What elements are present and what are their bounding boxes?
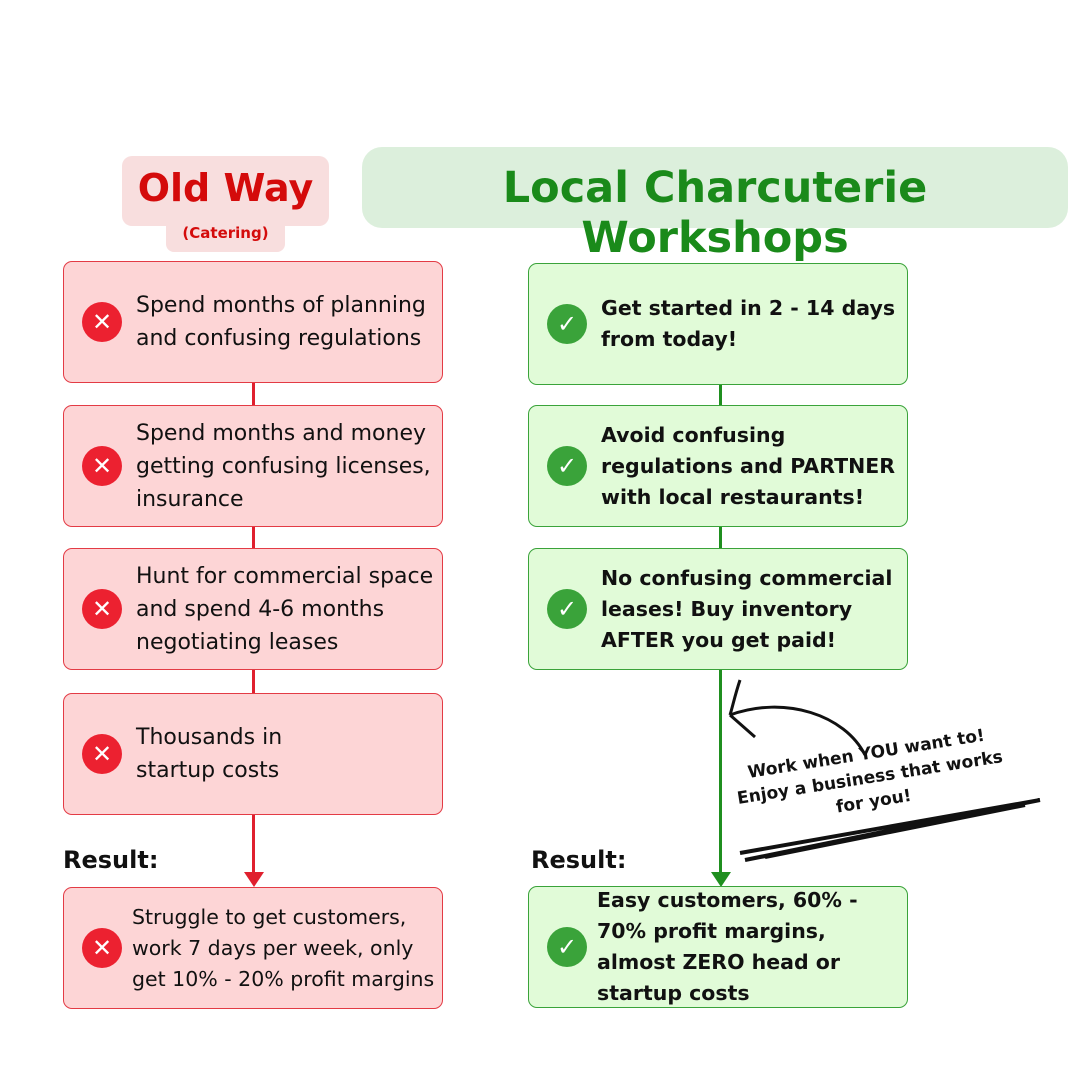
check-circle-icon: ✓ (547, 446, 587, 486)
x-circle-icon: ✕ (82, 928, 122, 968)
old-arrowhead-icon (244, 872, 264, 887)
check-circle-icon: ✓ (547, 589, 587, 629)
old-step-1: ✕Spend months of planning and confusing … (63, 261, 443, 383)
old-step-2: ✕Spend months and money getting confusin… (63, 405, 443, 527)
check-circle-icon: ✓ (547, 304, 587, 344)
x-circle-icon: ✕ (82, 302, 122, 342)
new-step-3: ✓No confusing commercial leases! Buy inv… (528, 548, 908, 670)
new-result: ✓Easy customers, 60% - 70% profit margin… (528, 886, 908, 1008)
x-circle-icon: ✕ (82, 734, 122, 774)
old-step-4: ✕Thousands in startup costs (63, 693, 443, 815)
curved-arrow-and-scribble (728, 679, 1041, 862)
old-result-label: Result: (63, 846, 159, 874)
new-arrowhead-icon (711, 872, 731, 887)
x-circle-icon: ✕ (82, 589, 122, 629)
old-step-3: ✕Hunt for commercial space and spend 4-6… (63, 548, 443, 670)
new-step-1: ✓Get started in 2 - 14 days from today! (528, 263, 908, 385)
x-circle-icon: ✕ (82, 446, 122, 486)
old-way-header-bg (122, 156, 329, 226)
check-circle-icon: ✓ (547, 927, 587, 967)
old-way-subtitle-tab (166, 218, 285, 252)
old-result: ✕Struggle to get customers, work 7 days … (63, 887, 443, 1009)
new-way-header-bg (362, 147, 1068, 228)
old-way-title: Old Way (137, 166, 314, 210)
new-way-title: Local Charcuterie Workshops (502, 163, 928, 263)
new-result-label: Result: (531, 846, 627, 874)
new-step-2: ✓Avoid confusing regulations and PARTNER… (528, 405, 908, 527)
old-way-subtitle: (Catering) (182, 224, 269, 242)
